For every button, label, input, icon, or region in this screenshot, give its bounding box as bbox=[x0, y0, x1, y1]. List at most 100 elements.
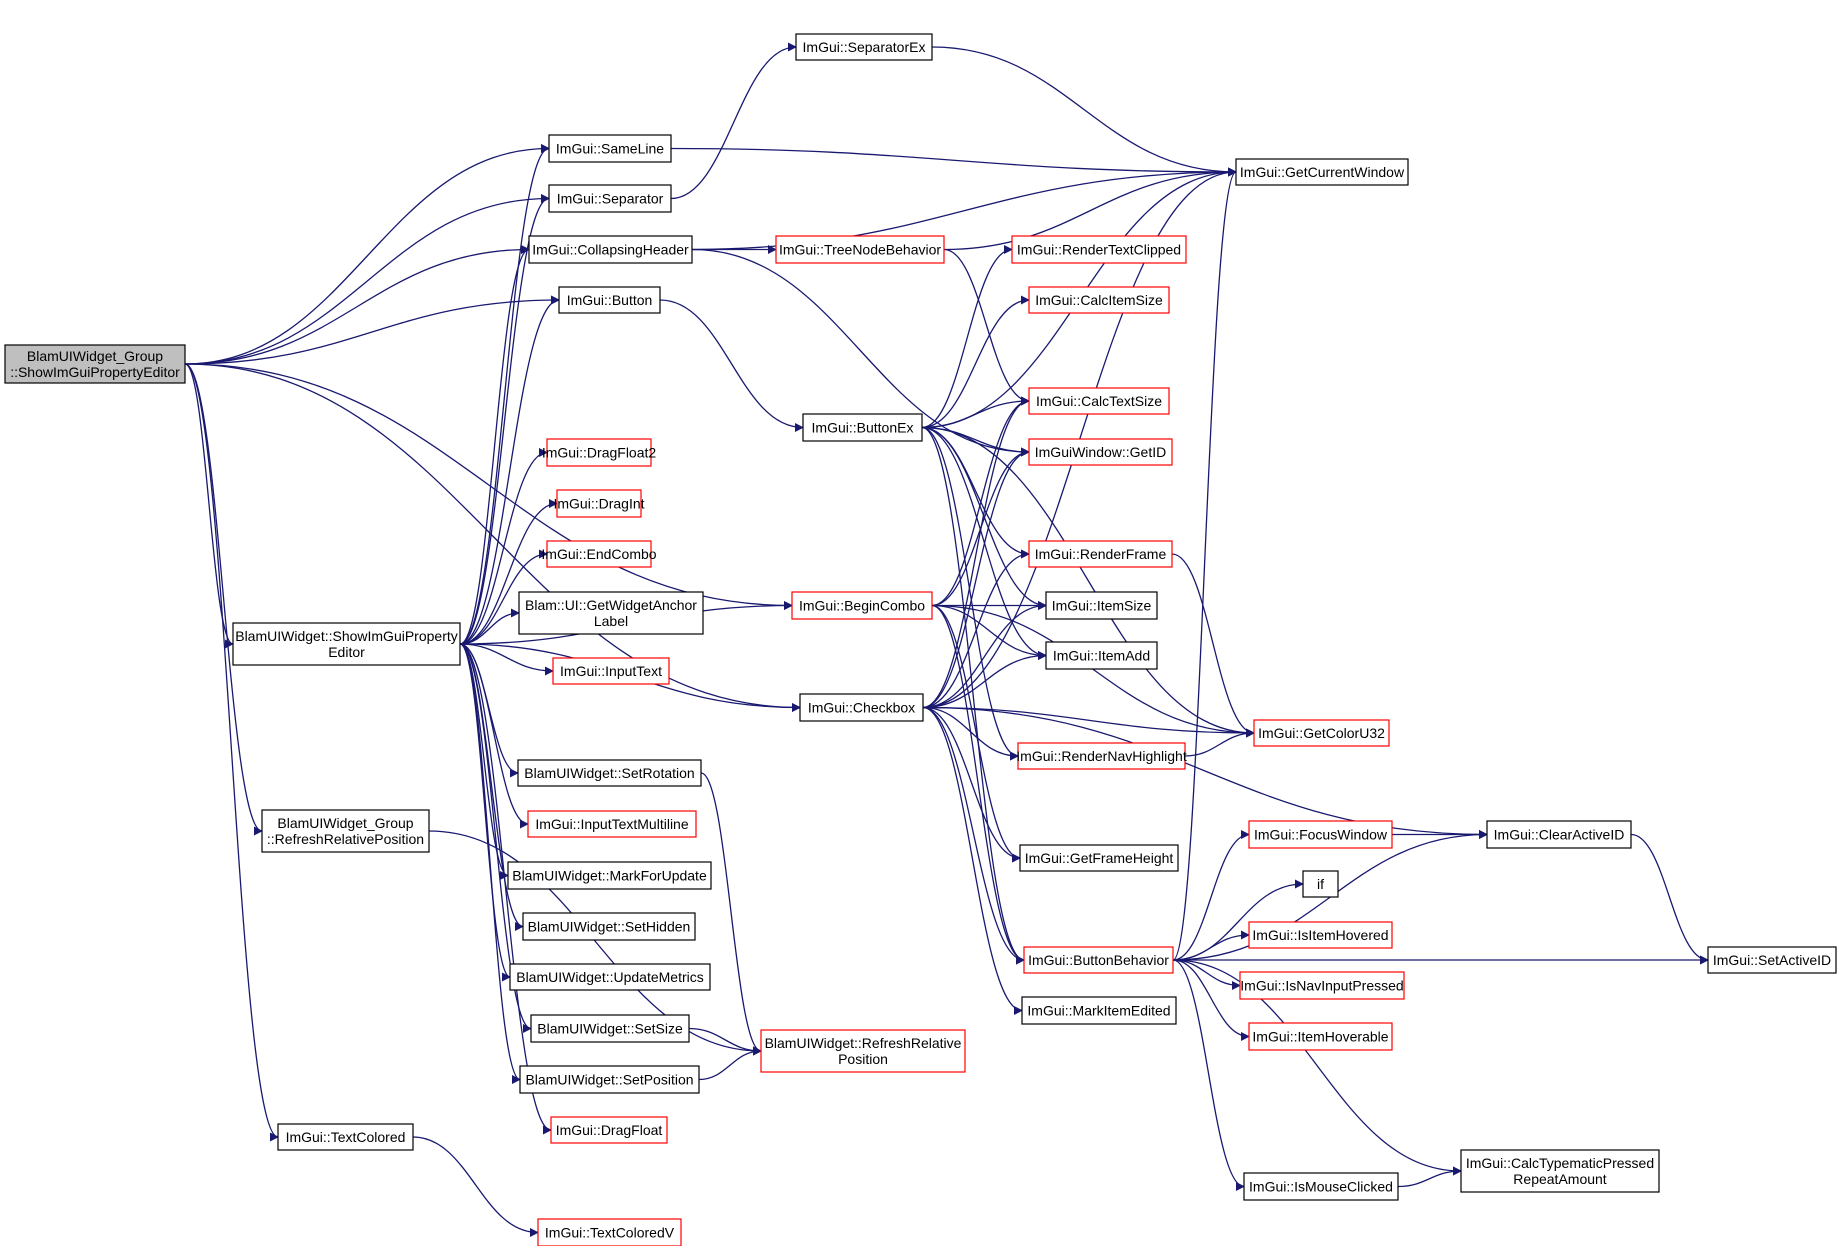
node-dragfloat[interactable]: ImGui::DragFloat bbox=[550, 1116, 668, 1144]
node-setsize[interactable]: BlamUIWidget::SetSize bbox=[530, 1014, 690, 1043]
node-box[interactable] bbox=[277, 1123, 414, 1151]
node-itemadd[interactable]: ImGui::ItemAdd bbox=[1045, 641, 1158, 670]
node-box[interactable] bbox=[799, 693, 924, 722]
node-box[interactable] bbox=[1248, 921, 1393, 949]
node-box[interactable] bbox=[802, 413, 923, 442]
node-box[interactable] bbox=[518, 591, 704, 635]
node-box[interactable] bbox=[1028, 286, 1170, 314]
node-buttonex[interactable]: ImGui::ButtonEx bbox=[802, 413, 923, 442]
node-root[interactable]: BlamUIWidget_Group::ShowImGuiPropertyEdi… bbox=[4, 344, 186, 384]
node-box[interactable] bbox=[1011, 235, 1187, 264]
node-inputtext[interactable]: ImGui::InputText bbox=[552, 657, 670, 685]
node-dragint[interactable]: ImGui::DragInt bbox=[553, 489, 645, 518]
node-box[interactable] bbox=[507, 861, 712, 890]
node-textcoloredv[interactable]: ImGui::TextColoredV bbox=[537, 1218, 682, 1246]
node-setactiveid[interactable]: ImGui::SetActiveID bbox=[1707, 946, 1837, 974]
node-getid[interactable]: ImGuiWindow::GetID bbox=[1028, 438, 1173, 466]
node-box[interactable] bbox=[1248, 1022, 1393, 1051]
node-box[interactable] bbox=[775, 235, 945, 264]
node-box[interactable] bbox=[528, 235, 693, 264]
node-getcoloru32[interactable]: ImGui::GetColorU32 bbox=[1253, 719, 1390, 747]
node-box[interactable] bbox=[552, 657, 670, 685]
node-box[interactable] bbox=[760, 1029, 966, 1073]
node-box[interactable] bbox=[556, 489, 642, 518]
node-buttonbehavior[interactable]: ImGui::ButtonBehavior bbox=[1023, 946, 1174, 974]
node-setposition[interactable]: BlamUIWidget::SetPosition bbox=[519, 1065, 700, 1094]
node-separator[interactable]: ImGui::Separator bbox=[548, 184, 672, 213]
node-itemsize[interactable]: ImGui::ItemSize bbox=[1045, 591, 1158, 620]
node-markforupdate[interactable]: BlamUIWidget::MarkForUpdate bbox=[507, 861, 712, 890]
node-box[interactable] bbox=[1023, 946, 1174, 974]
node-updatemetrics[interactable]: BlamUIWidget::UpdateMetrics bbox=[509, 963, 711, 991]
node-box[interactable] bbox=[546, 540, 652, 568]
node-box[interactable] bbox=[522, 912, 696, 941]
node-box[interactable] bbox=[1045, 591, 1158, 620]
node-box[interactable] bbox=[1235, 158, 1409, 186]
node-treenodebehavior[interactable]: ImGui::TreeNodeBehavior bbox=[775, 235, 945, 264]
node-focuswindow[interactable]: ImGui::FocusWindow bbox=[1248, 820, 1393, 849]
node-box[interactable] bbox=[1707, 946, 1837, 974]
node-ismouseclicked[interactable]: ImGui::IsMouseClicked bbox=[1243, 1172, 1399, 1201]
node-box[interactable] bbox=[550, 1116, 668, 1144]
node-box[interactable] bbox=[1239, 971, 1405, 1000]
node-refreshrelativeposition_group[interactable]: BlamUIWidget_Group::RefreshRelativePosit… bbox=[261, 809, 430, 853]
node-clearactiveid[interactable]: ImGui::ClearActiveID bbox=[1486, 820, 1632, 849]
node-box[interactable] bbox=[558, 286, 661, 314]
node-renderframe[interactable]: ImGui::RenderFrame bbox=[1028, 540, 1173, 568]
node-box[interactable] bbox=[537, 1218, 682, 1246]
node-box[interactable] bbox=[1460, 1149, 1660, 1193]
node-textcolored[interactable]: ImGui::TextColored bbox=[277, 1123, 414, 1151]
node-box[interactable] bbox=[1017, 742, 1186, 770]
node-endcombo[interactable]: ImGui::EndCombo bbox=[541, 540, 657, 568]
node-inputtextmultiline[interactable]: ImGui::InputTextMultiline bbox=[527, 810, 697, 838]
node-box[interactable] bbox=[517, 759, 702, 787]
node-box[interactable] bbox=[1253, 719, 1390, 747]
node-box[interactable] bbox=[519, 1065, 700, 1094]
node-getframeheight[interactable]: ImGui::GetFrameHeight bbox=[1019, 844, 1179, 872]
node-showimguipropertyeditor[interactable]: BlamUIWidget::ShowImGuiPropertyEditor bbox=[232, 622, 461, 666]
node-box[interactable] bbox=[1248, 820, 1393, 849]
node-if[interactable]: if bbox=[1302, 870, 1339, 898]
node-itemhoverable[interactable]: ImGui::ItemHoverable bbox=[1248, 1022, 1393, 1051]
node-box[interactable] bbox=[261, 809, 430, 853]
node-box[interactable] bbox=[1028, 540, 1173, 568]
node-box[interactable] bbox=[791, 591, 933, 620]
node-isnavinputpressed[interactable]: ImGui::IsNavInputPressed bbox=[1239, 971, 1405, 1000]
node-begincombo[interactable]: ImGui::BeginCombo bbox=[791, 591, 933, 620]
node-box[interactable] bbox=[1486, 820, 1632, 849]
node-checkbox[interactable]: ImGui::Checkbox bbox=[799, 693, 924, 722]
node-box[interactable] bbox=[1019, 844, 1179, 872]
node-box[interactable] bbox=[546, 438, 652, 467]
node-box[interactable] bbox=[1243, 1172, 1399, 1201]
node-button[interactable]: ImGui::Button bbox=[558, 286, 661, 314]
node-sethidden[interactable]: BlamUIWidget::SetHidden bbox=[522, 912, 696, 941]
node-separatorex[interactable]: ImGui::SeparatorEx bbox=[795, 33, 933, 61]
node-box[interactable] bbox=[530, 1014, 690, 1043]
node-box[interactable] bbox=[527, 810, 697, 838]
node-dragfloat2[interactable]: ImGui::DragFloat2 bbox=[542, 438, 657, 467]
node-rendertextclipped[interactable]: ImGui::RenderTextClipped bbox=[1011, 235, 1187, 264]
node-box[interactable] bbox=[1045, 641, 1158, 670]
node-rendernavhighlight[interactable]: ImGui::RenderNavHighlight bbox=[1016, 742, 1187, 770]
node-isitemhovered[interactable]: ImGui::IsItemHovered bbox=[1248, 921, 1393, 949]
node-calcitemsize[interactable]: ImGui::CalcItemSize bbox=[1028, 286, 1170, 314]
node-box[interactable] bbox=[232, 622, 461, 666]
node-box[interactable] bbox=[4, 344, 186, 384]
node-refreshrelativeposition[interactable]: BlamUIWidget::RefreshRelativePosition bbox=[760, 1029, 966, 1073]
node-box[interactable] bbox=[1028, 387, 1170, 415]
node-box[interactable] bbox=[1302, 870, 1339, 898]
node-setrotation[interactable]: BlamUIWidget::SetRotation bbox=[517, 759, 702, 787]
node-sameline[interactable]: ImGui::SameLine bbox=[548, 134, 672, 163]
node-box[interactable] bbox=[548, 134, 672, 163]
node-markitemedited[interactable]: ImGui::MarkItemEdited bbox=[1021, 996, 1177, 1025]
node-box[interactable] bbox=[1028, 438, 1173, 466]
node-calctextsize[interactable]: ImGui::CalcTextSize bbox=[1028, 387, 1170, 415]
node-collapsingheader[interactable]: ImGui::CollapsingHeader bbox=[528, 235, 693, 264]
node-box[interactable] bbox=[548, 184, 672, 213]
node-box[interactable] bbox=[509, 963, 711, 991]
node-box[interactable] bbox=[1021, 996, 1177, 1025]
node-getcurrentwindow[interactable]: ImGui::GetCurrentWindow bbox=[1235, 158, 1409, 186]
node-box[interactable] bbox=[795, 33, 933, 61]
